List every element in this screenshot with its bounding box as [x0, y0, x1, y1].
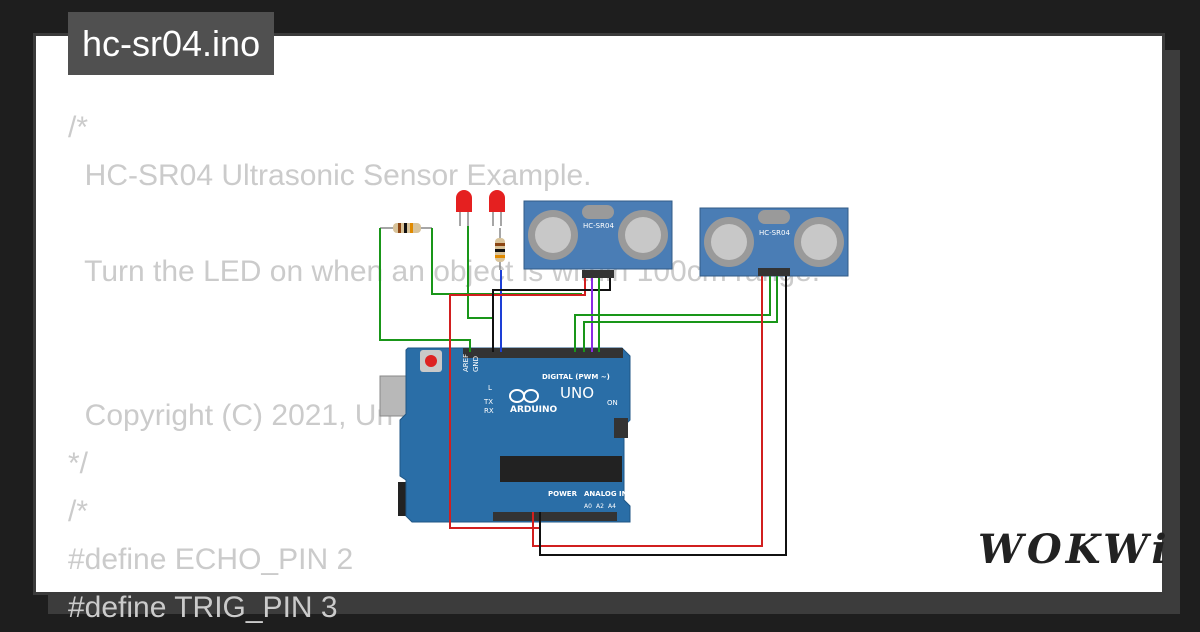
- pin-aref-label: AREF: [462, 354, 470, 372]
- code-line: #define ECHO_PIN 2: [68, 543, 354, 576]
- led-tx-label: TX: [483, 398, 493, 406]
- wokwi-logo: WOKWi: [978, 526, 1171, 573]
- wires: [379, 226, 787, 556]
- code-line: HC-SR04 Ultrasonic Sensor Example.: [68, 159, 592, 192]
- code-line: /*: [68, 495, 89, 528]
- file-name-tab[interactable]: hc-sr04.ino: [68, 12, 275, 75]
- sensor-1-crystal: [582, 205, 614, 219]
- arduino-model: UNO: [560, 384, 594, 402]
- led-2[interactable]: [489, 190, 505, 226]
- analog-label: ANALOG IN: [584, 490, 628, 498]
- led-l-label: L: [488, 384, 492, 392]
- on-label: ON: [607, 399, 618, 407]
- led-1[interactable]: [456, 190, 472, 226]
- analog-pin-a4: A4: [608, 503, 616, 510]
- code-line: /*: [68, 111, 89, 144]
- resistor-2[interactable]: [495, 228, 505, 270]
- arduino-infinity-logo: [509, 389, 539, 403]
- sensor-1-label: HC-SR04: [583, 222, 614, 230]
- pin-gnd-label: GND: [472, 356, 480, 372]
- sensor-1-pin-header: [582, 270, 614, 278]
- hc-sr04-sensor-1[interactable]: HC-SR04: [523, 200, 673, 278]
- led-rx-label: RX: [484, 407, 494, 415]
- code-line: */: [68, 447, 89, 480]
- analog-pin-a0: A0: [584, 503, 592, 510]
- code-line: #define TRIG_PIN 3: [68, 591, 338, 624]
- arduino-uno-board[interactable]: AREF GND DIGITAL (PWM ~) ARDUINO UNO ON …: [379, 347, 631, 523]
- hc-sr04-sensor-2[interactable]: HC-SR04: [699, 207, 849, 277]
- digital-label: DIGITAL (PWM ~): [542, 373, 610, 381]
- sensor-2-pin-header: [758, 268, 790, 276]
- power-label: POWER: [548, 490, 578, 498]
- resistor-1[interactable]: [380, 223, 432, 233]
- icsp-header: [614, 418, 628, 438]
- atmega-chip: [500, 456, 622, 482]
- digital-header: [463, 348, 623, 358]
- analog-pin-a2: A2: [596, 503, 604, 510]
- sensor-2-label: HC-SR04: [759, 229, 790, 237]
- power-analog-header: [493, 512, 617, 521]
- sensor-2-crystal: [758, 210, 790, 224]
- arduino-brand: ARDUINO: [510, 405, 558, 415]
